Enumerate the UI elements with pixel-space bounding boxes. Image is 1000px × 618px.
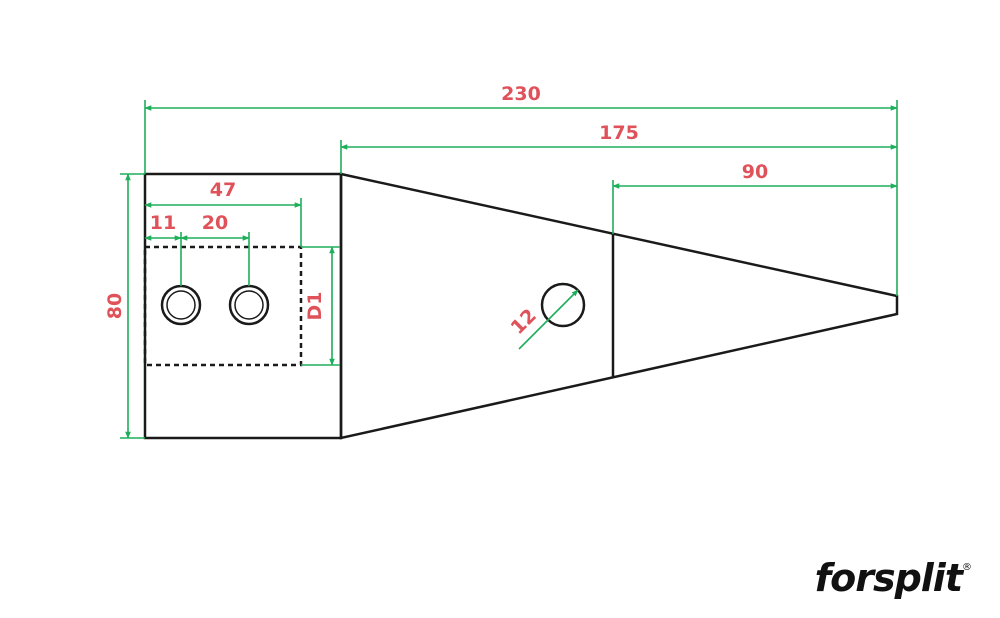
extension-lines (120, 100, 898, 439)
label-height: 80 (104, 293, 126, 319)
label-pin-hole: 12 (507, 305, 541, 339)
forsplit-logo: forsplit® (815, 556, 972, 600)
tapered-spike (339, 172, 899, 440)
label-tip-length: 90 (742, 161, 768, 183)
socket-hole-2 (228, 284, 270, 326)
registered-mark: ® (962, 562, 972, 573)
label-socket-bore: D1 (304, 292, 326, 321)
part-outline (143, 172, 899, 440)
socket-bore-hidden (143, 245, 303, 367)
label-tapered-length: 175 (599, 122, 639, 144)
pin-hole (540, 282, 586, 328)
socket-hole-1 (160, 284, 202, 326)
label-socket-depth: 47 (210, 179, 236, 201)
label-hole-spacing: 20 (202, 212, 228, 234)
label-overall-length: 230 (501, 83, 541, 105)
dim-line-pin-hole (518, 289, 579, 350)
brand-name: forsplit (814, 556, 963, 600)
label-first-hole-offset: 11 (150, 212, 176, 234)
